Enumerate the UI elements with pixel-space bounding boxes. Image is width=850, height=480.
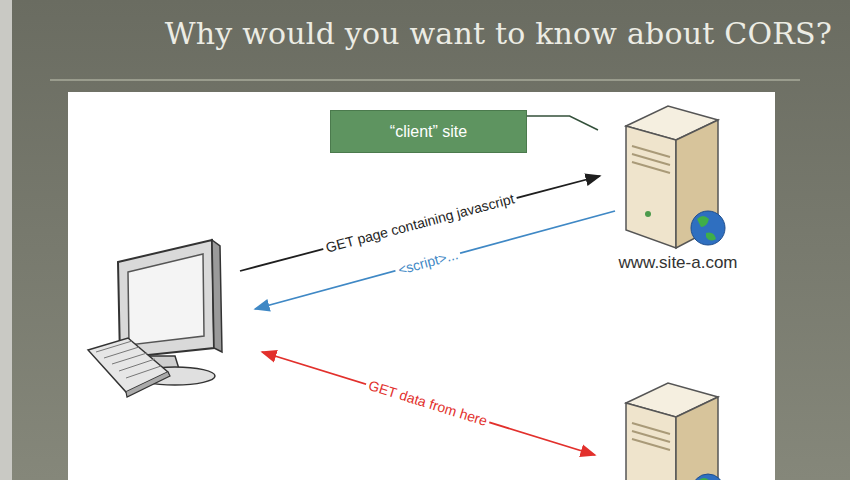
- node-text: “client” site: [390, 123, 467, 141]
- leader-line: [527, 116, 598, 130]
- server-icon: [626, 383, 724, 480]
- node-text: www.site-a.com: [598, 253, 758, 273]
- callout-box: “client” site: [330, 110, 527, 153]
- server-icon: [598, 98, 738, 253]
- data-arrow: [262, 352, 595, 455]
- computer-icon: [88, 240, 222, 397]
- title-rule: [50, 79, 800, 81]
- slide-title: Why would you want to know about CORS?: [165, 16, 832, 51]
- server-node: www.site-a.com: [598, 98, 758, 273]
- left-strip: [0, 0, 12, 480]
